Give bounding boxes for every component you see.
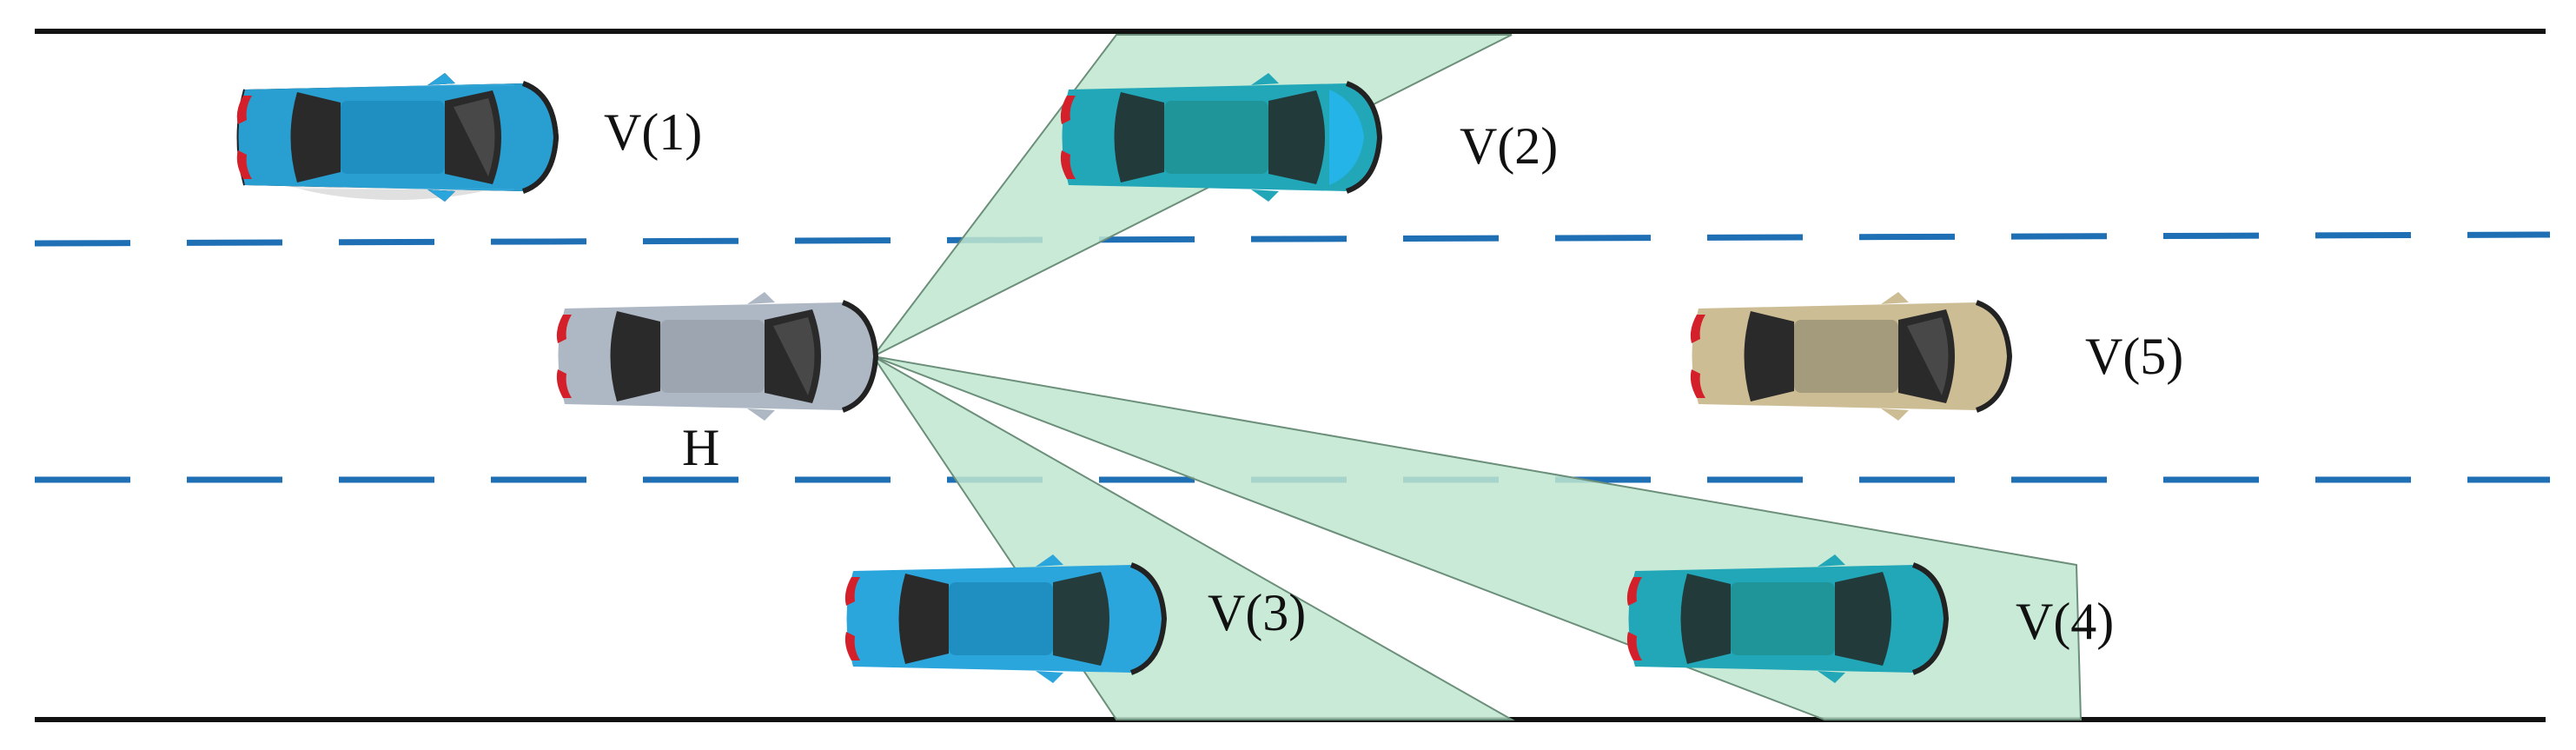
vehicle-v3	[844, 554, 1168, 683]
vehicle-v4	[1626, 554, 1950, 683]
lane-divider-upper	[34, 231, 2551, 247]
label-v1: V(1)	[604, 103, 702, 161]
vehicle-v5	[1690, 292, 2013, 421]
label-host: H	[682, 419, 719, 476]
label-v4: V(4)	[2016, 593, 2114, 650]
label-v3: V(3)	[1208, 584, 1306, 641]
label-v5: V(5)	[2085, 328, 2183, 385]
vehicle-v2	[1060, 73, 1383, 202]
detection-beam-v2	[872, 34, 1513, 357]
vehicle-host	[556, 292, 879, 421]
vehicle-v1	[236, 73, 560, 202]
detection-beam-v3	[872, 355, 1515, 720]
label-v2: V(2)	[1460, 117, 1558, 175]
